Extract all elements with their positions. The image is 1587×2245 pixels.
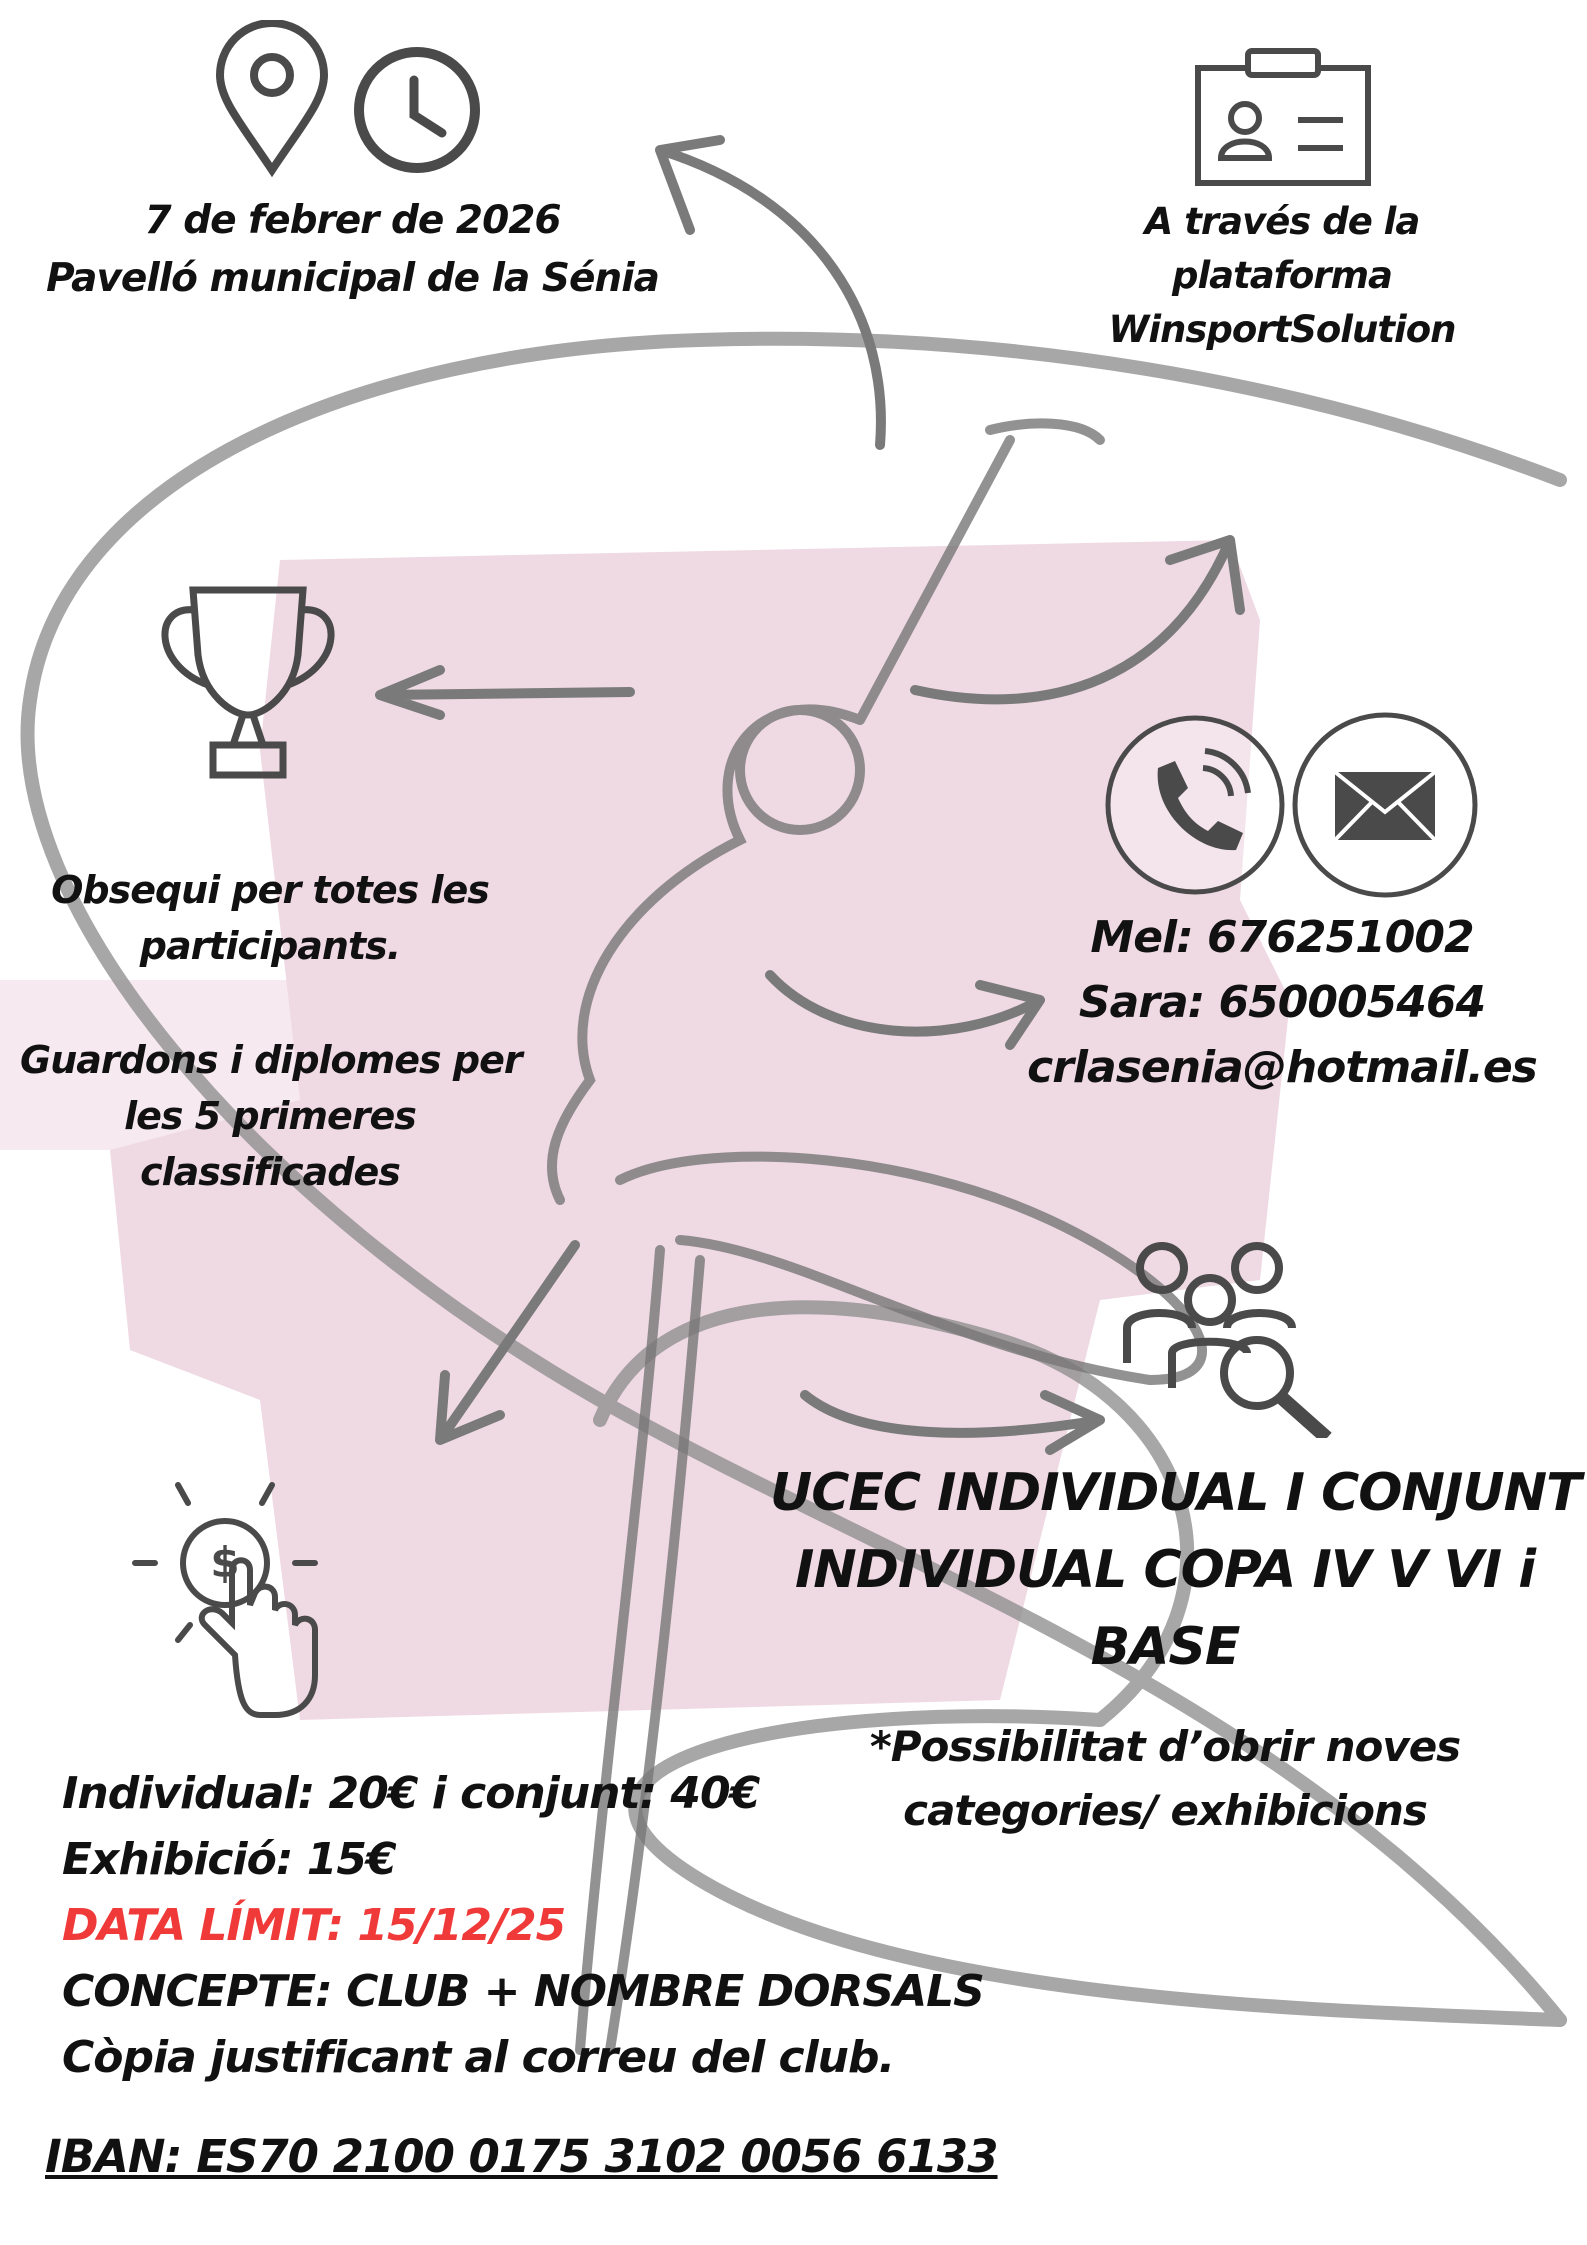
trophy-icon — [161, 586, 335, 779]
people-search-icon — [1123, 1242, 1332, 1438]
payment-click-icon: $ — [132, 1482, 318, 1718]
arrow-to-trophy — [375, 665, 635, 720]
arrow-to-fees — [435, 1240, 580, 1445]
contact-mel: Mel: 676251002 — [1090, 912, 1474, 963]
contact-sara: Sara: 650005464 — [1078, 977, 1486, 1028]
payment-concept: CONCEPTE: CLUB + NOMBRE DORSALS — [62, 1966, 985, 2017]
prizes-line-3: classificades — [140, 1150, 401, 1194]
categories-note-line-2: categories/ exhibicions — [903, 1786, 1428, 1835]
arrow-to-registration — [910, 535, 1245, 705]
email-icon — [1292, 712, 1478, 898]
deadline: DATA LÍMIT: 15/12/25 — [62, 1900, 566, 1951]
event-venue: Pavelló municipal de la Sénia — [46, 256, 660, 301]
registration-line-2: plataforma — [1171, 254, 1393, 297]
clock-icon — [354, 47, 480, 173]
payment-proof: Còpia justificant al correu del club. — [62, 2032, 895, 2083]
fee-individual: Individual: 20€ i conjunt: 40€ — [62, 1768, 760, 1819]
categories-heading-line-2: INDIVIDUAL COPA IV V VI i — [794, 1540, 1536, 1600]
iban: IBAN: ES70 2100 0175 3102 0056 6133 — [45, 2130, 999, 2183]
event-date: 7 de febrer de 2026 — [144, 198, 562, 243]
registration-line-3: WinsportSolution — [1108, 308, 1457, 351]
gift-line-1: Obsequi per totes les — [51, 868, 490, 912]
contact-email[interactable]: crlasenia@hotmail.es — [1027, 1042, 1538, 1093]
gift-line-2: participants. — [139, 924, 401, 968]
categories-heading-line-3: BASE — [1090, 1617, 1241, 1677]
arrow-to-categories — [800, 1390, 1105, 1455]
location-pin-icon — [215, 20, 329, 178]
arrow-to-contact — [765, 970, 1045, 1050]
categories-note-line-1: *Possibilitat d’obrir noves — [869, 1722, 1461, 1771]
registration-line-1: A través de la — [1144, 200, 1421, 243]
fee-exhibition: Exhibició: 15€ — [62, 1834, 397, 1885]
prizes-line-2: les 5 primeres — [124, 1094, 417, 1138]
arrow-to-venue — [655, 135, 886, 450]
svg-text:$: $ — [210, 1538, 239, 1587]
prizes-line-1: Guardons i diplomes per — [20, 1038, 523, 1082]
id-badge-icon — [1195, 48, 1371, 186]
categories-heading-line-1: UCEC INDIVIDUAL I CONJUNT — [770, 1463, 1582, 1523]
phone-icon — [1105, 715, 1285, 895]
